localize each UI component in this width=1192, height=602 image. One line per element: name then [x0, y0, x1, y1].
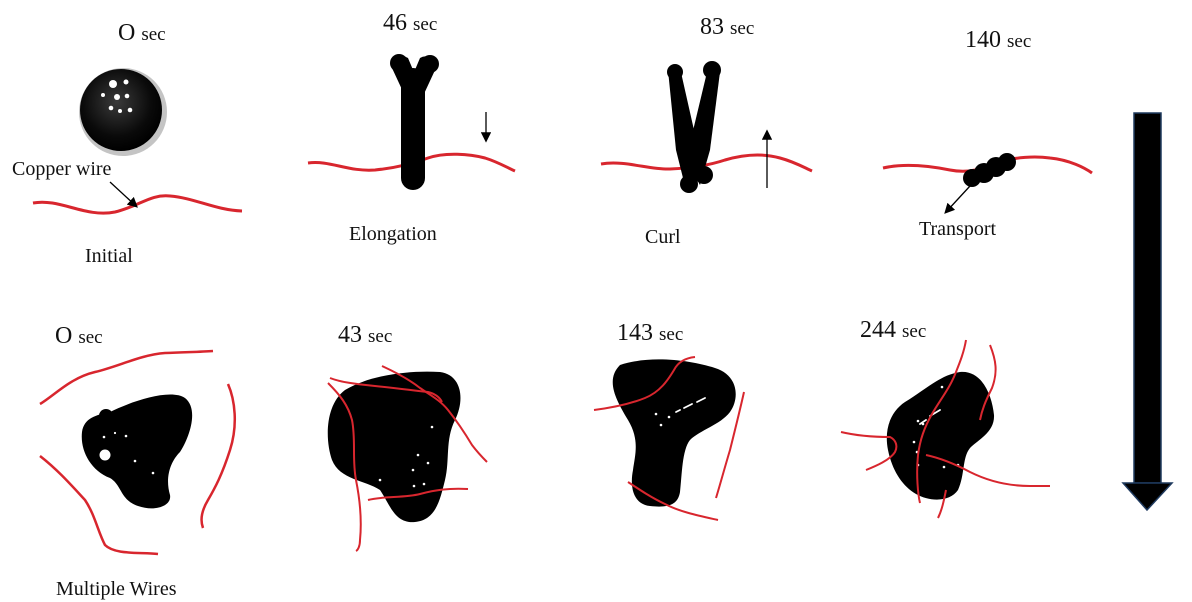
droplet-initial: [79, 68, 167, 156]
droplet-elongation: [390, 54, 439, 190]
droplet-curl: [667, 61, 721, 193]
droplet-transport: [963, 153, 1016, 187]
transport-arrow: [946, 186, 970, 212]
droplet-multi-244: [887, 372, 994, 500]
curl-mode-arrow: [1123, 113, 1172, 510]
copper-wire-initial: [33, 196, 242, 213]
copper-wire-pointer-arrow: [110, 182, 136, 206]
droplet-multi-0: [82, 395, 192, 509]
droplet-multi-43: [328, 372, 461, 523]
